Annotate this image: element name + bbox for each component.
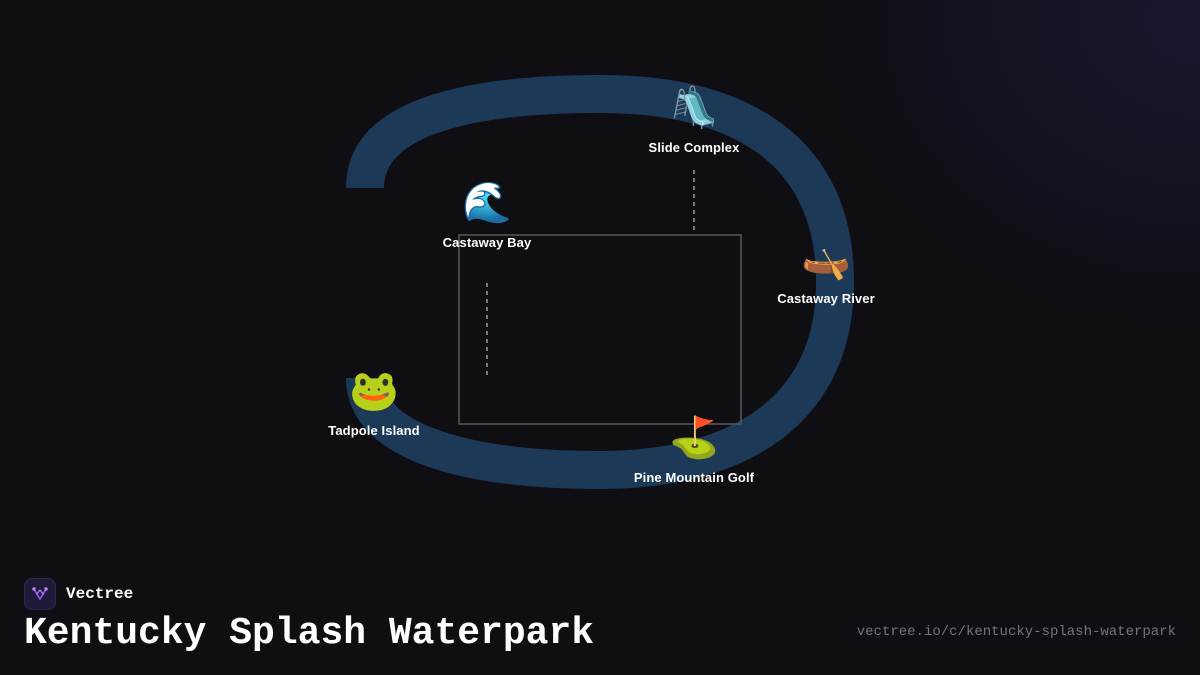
vectree-logo-icon <box>24 578 56 610</box>
brand[interactable]: Vectree <box>24 577 133 611</box>
node-label: Tadpole Island <box>328 423 420 438</box>
golf-flag-icon: ⛳ <box>669 415 719 461</box>
brand-name: Vectree <box>66 585 134 603</box>
node-label: Castaway River <box>777 291 875 306</box>
node-castaway-river[interactable]: 🛶 Castaway River <box>736 235 916 306</box>
frog-icon: 🐸 <box>349 368 399 414</box>
playground-slide-icon: 🛝 <box>669 85 719 131</box>
node-pine-mountain-golf[interactable]: ⛳ Pine Mountain Golf <box>604 414 784 485</box>
water-wave-icon: 🌊 <box>462 180 512 226</box>
node-castaway-bay[interactable]: 🌊 Castaway Bay <box>397 179 577 250</box>
node-tadpole-island[interactable]: 🐸 Tadpole Island <box>284 367 464 438</box>
center-frame <box>458 234 742 425</box>
node-label: Castaway Bay <box>442 235 532 250</box>
page-url[interactable]: vectree.io/c/kentucky-splash-waterpark <box>856 624 1176 640</box>
node-slide-complex[interactable]: 🛝 Slide Complex <box>604 84 784 155</box>
canoe-icon: 🛶 <box>801 236 851 282</box>
node-label: Pine Mountain Golf <box>633 470 755 485</box>
lazy-river-path <box>346 74 855 490</box>
page-title: Kentucky Splash Waterpark <box>24 612 595 655</box>
node-label: Slide Complex <box>648 140 740 155</box>
